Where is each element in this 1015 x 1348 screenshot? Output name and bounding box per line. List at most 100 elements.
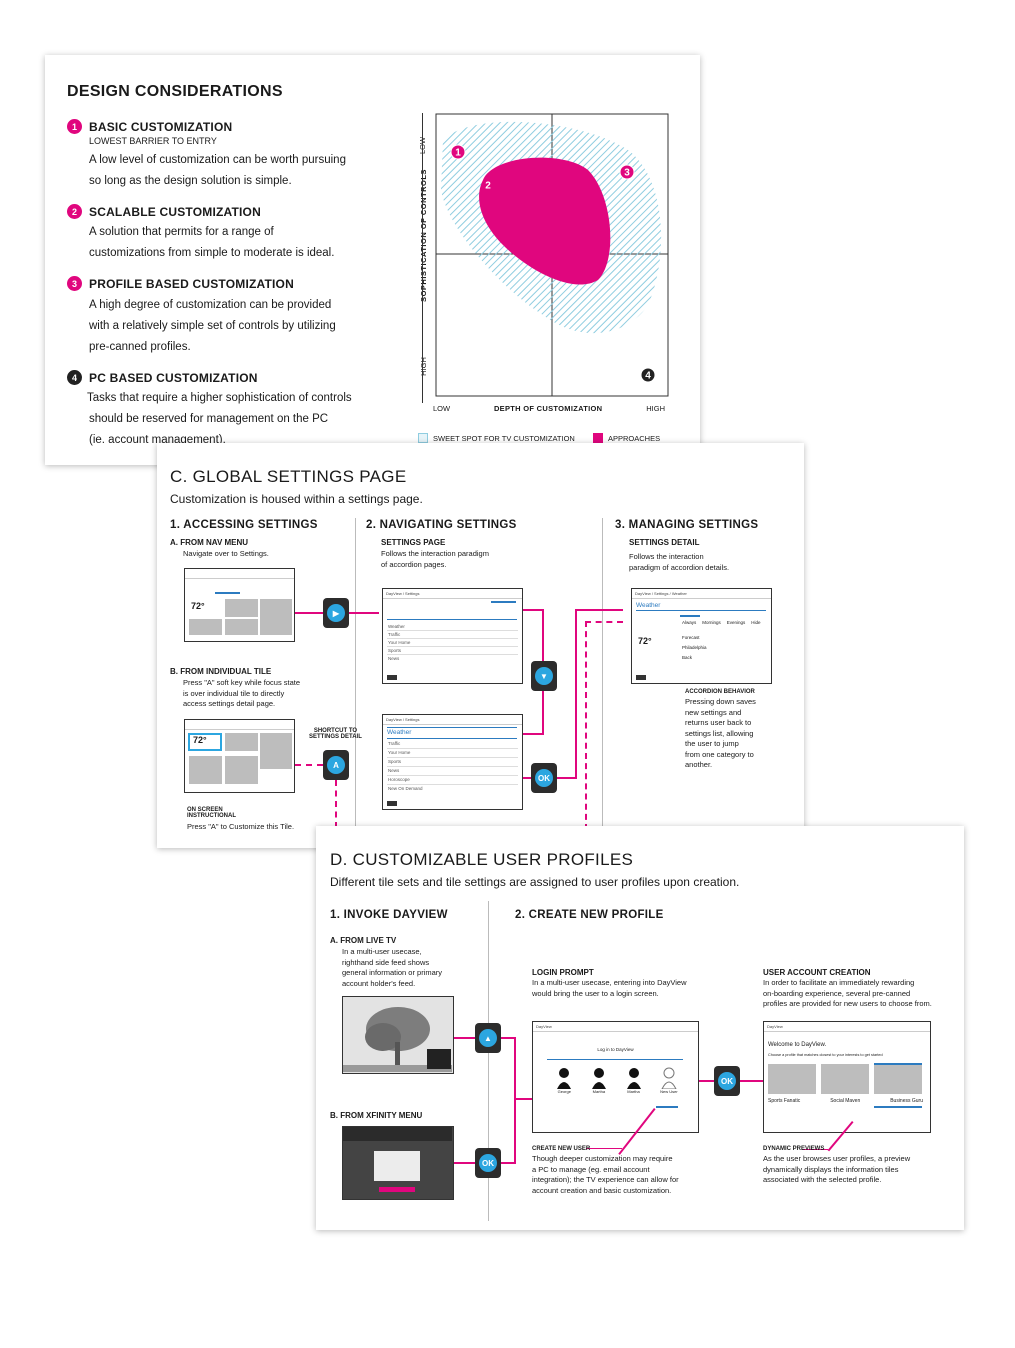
item-body-line: should be reserved for management on the… xyxy=(89,413,329,425)
row-divider xyxy=(387,638,518,639)
body-line: access settings detail page. xyxy=(183,699,276,708)
dayview-preview xyxy=(374,1151,420,1181)
connector xyxy=(454,1037,475,1039)
column-divider xyxy=(355,518,356,838)
profile-tile-social[interactable] xyxy=(821,1064,869,1094)
tile xyxy=(189,756,222,784)
caption-line: INSTRUCTIONAL xyxy=(187,813,236,819)
dashed-connector xyxy=(585,621,587,830)
profile-name: Sports Fanatic xyxy=(768,1098,801,1104)
row-divider xyxy=(387,757,518,758)
connector xyxy=(740,1080,763,1082)
tile xyxy=(225,756,258,784)
focus-bar xyxy=(387,727,517,728)
down-button[interactable]: ▼ xyxy=(531,661,557,691)
account-creation-body: In order to facilitate an immediately re… xyxy=(763,978,932,1010)
item-number-2: 2 xyxy=(67,204,82,219)
connector xyxy=(349,612,379,614)
user-new[interactable]: New User xyxy=(660,1067,678,1105)
body-line: on-boarding experience, several pre-cann… xyxy=(763,988,911,998)
settings-detail-screen: DayView / Settings / Weather Weather Alw… xyxy=(631,588,772,684)
option-mornings[interactable]: Mornings xyxy=(702,620,721,625)
account-creation-screen: DayView Welcome to DayView. Choose a pro… xyxy=(763,1021,931,1133)
item-number-3: 3 xyxy=(67,276,82,291)
item-body-2: A solution that permits for a range of c… xyxy=(89,222,334,264)
accessing-settings-title: 1. ACCESSING SETTINGS xyxy=(170,519,318,531)
user-martha[interactable]: Martha xyxy=(591,1067,607,1105)
settings-list-screen: DayView / Settings Weather Traffic Your … xyxy=(382,714,523,810)
user-silhouette-icon xyxy=(591,1068,606,1089)
chart-marker-1 xyxy=(450,144,466,160)
dynamic-previews-body: As the user browses user profiles, a pre… xyxy=(763,1154,910,1186)
play-icon: ▶ xyxy=(327,604,345,622)
profile-tile-sports[interactable] xyxy=(768,1064,816,1094)
connector xyxy=(575,609,577,779)
y-axis-label: SOPHISTICATION OF CONTROLS xyxy=(418,168,428,302)
chart-marker-3 xyxy=(619,164,635,180)
ok-button[interactable]: OK xyxy=(475,1148,501,1178)
a-button[interactable]: A xyxy=(323,750,349,780)
user-name: Martha xyxy=(592,1089,606,1094)
ok-button[interactable]: OK xyxy=(531,763,557,793)
item-body-line: Tasks that require a higher sophisticati… xyxy=(87,392,352,404)
sub-option[interactable]: Back xyxy=(682,655,693,660)
column-divider xyxy=(488,901,489,1221)
tile xyxy=(225,599,258,617)
focus-bar xyxy=(874,1106,922,1108)
from-nav-menu-title: A. FROM NAV MENU xyxy=(170,538,249,547)
design-title: DESIGN CONSIDERATIONS xyxy=(67,83,283,100)
design-considerations-card: DESIGN CONSIDERATIONS 1 BASIC CUSTOMIZAT… xyxy=(45,55,700,465)
divider-bar xyxy=(547,1059,683,1060)
up-button[interactable]: ▲ xyxy=(475,1023,501,1053)
row-traffic: Traffic xyxy=(388,632,401,637)
chart-marker-label-3: 3 xyxy=(624,168,630,179)
row-sports: Sports xyxy=(388,648,402,653)
y-high-label: HIGH xyxy=(418,356,428,376)
user-martha-2[interactable]: Martha xyxy=(626,1067,642,1105)
option-hide[interactable]: Hide xyxy=(751,620,761,625)
connector xyxy=(557,777,576,779)
invoke-dayview-title: 1. INVOKE DAYVIEW xyxy=(330,909,448,921)
play-button[interactable]: ▶ xyxy=(323,598,349,628)
sub-option[interactable]: Forecast xyxy=(682,635,700,640)
global-settings-card: C. GLOBAL SETTINGS PAGE Customization is… xyxy=(157,443,804,848)
settings-detail-title: SETTINGS DETAIL xyxy=(629,538,700,547)
focus-bar xyxy=(656,1106,678,1108)
soft-key-icon xyxy=(387,801,397,806)
item-body-line: A low level of customization can be wort… xyxy=(89,154,346,166)
tile xyxy=(260,599,292,635)
screen-bar: DayView xyxy=(533,1022,698,1032)
dashed-connector xyxy=(585,621,623,623)
option-evenings[interactable]: Evenings xyxy=(726,620,746,625)
body-line: As the user browses user profiles, a pre… xyxy=(763,1154,911,1163)
body-line: new settings and xyxy=(685,707,742,717)
user-george[interactable]: George xyxy=(556,1067,572,1105)
settings-page-screen: DayView / Settings Weather Traffic Your … xyxy=(382,588,523,684)
from-live-tv-title: A. FROM LIVE TV xyxy=(330,936,397,945)
accordion-title: ACCORDION BEHAVIOR xyxy=(685,689,755,695)
profiles-title: D. CUSTOMIZABLE USER PROFILES xyxy=(330,850,634,869)
settings-page-title: SETTINGS PAGE xyxy=(381,538,446,547)
sub-option[interactable]: Philadelphia xyxy=(682,645,707,650)
up-arrow-icon: ▲ xyxy=(479,1029,497,1047)
y-axis: SOPHISTICATION OF CONTROLS xyxy=(416,135,430,335)
create-user-title: CREATE NEW USER xyxy=(532,1146,591,1152)
option-always[interactable]: Always xyxy=(682,620,697,625)
shortcut-label: SHORTCUT TO SETTINGS DETAIL xyxy=(309,728,362,740)
dashed-connector xyxy=(295,764,323,766)
connector xyxy=(523,733,544,735)
row-horoscope: Horoscope xyxy=(388,777,410,782)
ok-icon: OK xyxy=(479,1154,497,1172)
ok-button[interactable]: OK xyxy=(714,1066,740,1096)
body-line: In a multi-user usecase, entering into D… xyxy=(532,978,687,987)
from-xfinity-title: B. FROM XFINITY MENU xyxy=(330,1111,423,1120)
screen-bar: DayView / Settings / Weather xyxy=(632,589,771,599)
detail-temp: 72° xyxy=(638,636,652,646)
focus-bar xyxy=(491,601,516,603)
managing-settings-title: 3. MANAGING SETTINGS xyxy=(615,519,759,531)
connector xyxy=(514,1037,516,1164)
profile-tile-business[interactable] xyxy=(874,1064,922,1094)
tile xyxy=(189,619,222,635)
on-screen-body: Press "A" to Customize this Tile. xyxy=(187,822,295,831)
